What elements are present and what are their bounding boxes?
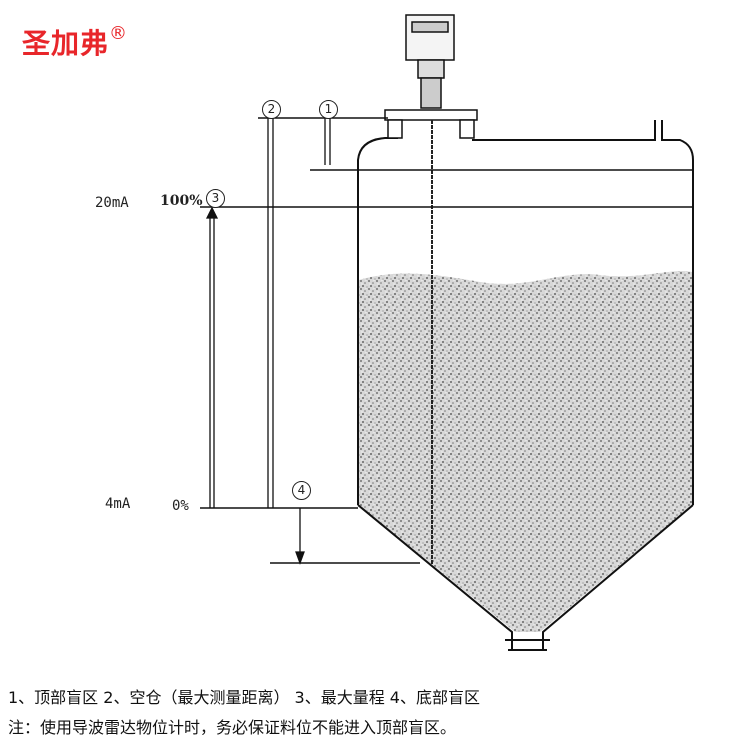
reference-lines [200, 117, 693, 564]
radar-sensor [384, 14, 478, 139]
tank-outline [357, 120, 694, 651]
marker-4: 4 [292, 481, 311, 500]
marker-3: 3 [206, 189, 225, 208]
label-20ma: 20mA [95, 195, 129, 211]
brand-name: 圣加弗 [22, 27, 110, 60]
brand-logo: 圣加弗® [22, 22, 128, 62]
dimension-lines [205, 118, 331, 565]
material-fill [359, 271, 692, 632]
legend-text: 1、顶部盲区 2、空仓（最大测量距离） 3、最大量程 4、底部盲区 [8, 688, 480, 707]
registered-mark: ® [109, 22, 129, 44]
note-text: 注：使用导波雷达物位计时，务必保证料位不能进入顶部盲区。 [8, 718, 457, 737]
marker-1: 1 [319, 100, 338, 119]
label-4ma: 4mA [105, 496, 131, 512]
label-100-percent: 100% [160, 193, 203, 209]
label-0-percent: 0% [172, 498, 189, 514]
marker-2: 2 [262, 100, 281, 119]
